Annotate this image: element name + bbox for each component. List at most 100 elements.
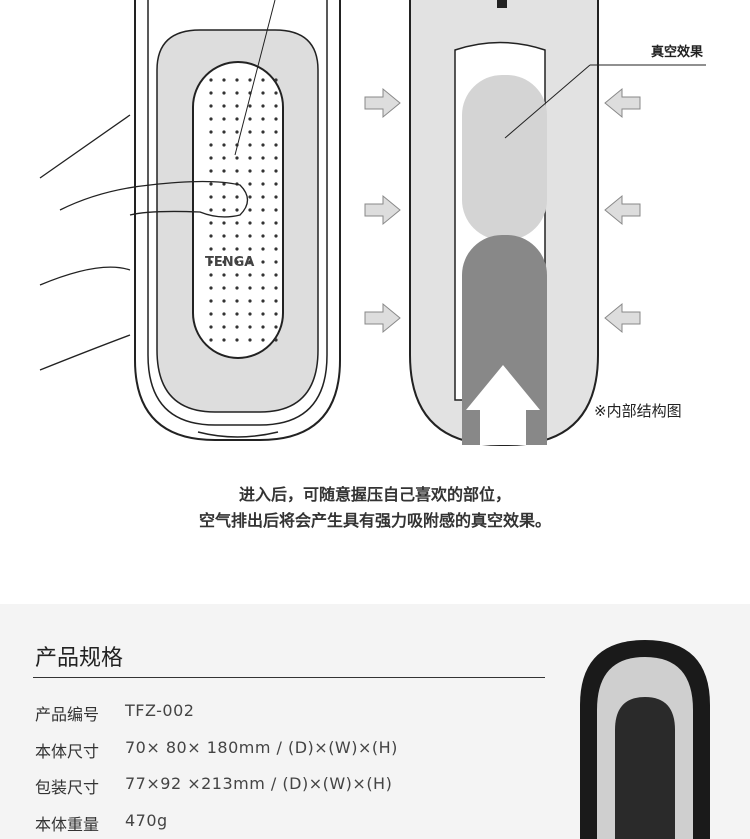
texture-dot	[274, 312, 278, 316]
texture-dot	[222, 117, 226, 121]
texture-dot	[261, 286, 265, 290]
texture-dot	[248, 273, 252, 277]
texture-dot	[248, 338, 252, 342]
spec-value: 470g	[125, 811, 168, 830]
description-caption: 进入后，可随意握压自己喜欢的部位， 空气排出后将会产生具有强力吸附感的真空效果。	[0, 482, 750, 534]
arrow-icon	[604, 302, 641, 334]
texture-dot	[209, 169, 213, 173]
texture-dot	[248, 104, 252, 108]
texture-dot	[209, 273, 213, 277]
texture-dot	[222, 325, 226, 329]
texture-dot	[209, 338, 213, 342]
spec-value: 77×92 ×213mm / (D)×(W)×(H)	[125, 774, 393, 793]
texture-dot	[222, 299, 226, 303]
texture-dot	[209, 117, 213, 121]
texture-dot	[222, 273, 226, 277]
texture-dot	[222, 130, 226, 134]
texture-dot	[248, 247, 252, 251]
tenga-logo: TENGA	[205, 255, 254, 270]
texture-dot	[222, 247, 226, 251]
spec-label: 本体重量	[35, 815, 100, 834]
spec-label: 产品编号	[35, 705, 100, 724]
texture-dot	[261, 338, 265, 342]
arrow-icon	[604, 194, 641, 226]
texture-dot	[248, 312, 252, 316]
texture-dot	[235, 247, 239, 251]
texture-dot	[261, 195, 265, 199]
texture-dot	[274, 221, 278, 225]
caption-line-2: 空气排出后将会产生具有强力吸附感的真空效果。	[198, 511, 551, 530]
device-exterior-drawing: TENGA	[39, 0, 341, 441]
texture-dot	[209, 130, 213, 134]
spec-value: 70× 80× 180mm / (D)×(W)×(H)	[125, 738, 398, 757]
texture-dot	[261, 312, 265, 316]
texture-dot	[235, 325, 239, 329]
texture-dot	[261, 78, 265, 82]
texture-dot	[222, 338, 226, 342]
texture-dot	[248, 299, 252, 303]
texture-dot	[261, 130, 265, 134]
texture-dot	[209, 143, 213, 147]
texture-dot	[209, 260, 213, 264]
texture-dot	[274, 143, 278, 147]
texture-dot	[248, 117, 252, 121]
texture-dot	[235, 260, 239, 264]
texture-dot	[222, 208, 226, 212]
texture-dot	[274, 104, 278, 108]
texture-dot	[274, 91, 278, 95]
texture-dot	[235, 156, 239, 160]
texture-dot	[248, 143, 252, 147]
texture-dot	[209, 208, 213, 212]
texture-dot	[274, 208, 278, 212]
texture-dot	[274, 130, 278, 134]
texture-dot	[248, 234, 252, 238]
texture-dot	[235, 78, 239, 82]
texture-dot	[209, 325, 213, 329]
texture-dot	[261, 325, 265, 329]
texture-dot	[222, 104, 226, 108]
texture-dot	[209, 156, 213, 160]
texture-dot	[248, 208, 252, 212]
texture-dot	[235, 312, 239, 316]
texture-dot	[261, 91, 265, 95]
texture-dot	[274, 234, 278, 238]
texture-dot	[261, 156, 265, 160]
texture-dot	[235, 104, 239, 108]
product-illustration: TENGA	[39, 0, 706, 446]
texture-dot	[209, 221, 213, 225]
texture-dot	[248, 78, 252, 82]
texture-dot	[274, 286, 278, 290]
texture-dot	[248, 221, 252, 225]
texture-dot	[209, 182, 213, 186]
texture-dot	[261, 208, 265, 212]
texture-dot	[274, 299, 278, 303]
texture-dot	[209, 234, 213, 238]
texture-dot	[248, 182, 252, 186]
texture-dot	[222, 260, 226, 264]
texture-dot	[274, 260, 278, 264]
spec-row: 本体重量 470g	[35, 811, 168, 835]
texture-dot	[235, 221, 239, 225]
arrow-icon	[364, 87, 401, 119]
texture-dot	[235, 299, 239, 303]
texture-dot	[235, 273, 239, 277]
texture-dot	[209, 104, 213, 108]
texture-dot	[235, 91, 239, 95]
texture-dot	[274, 169, 278, 173]
texture-dot	[261, 234, 265, 238]
texture-dot	[261, 117, 265, 121]
spec-label: 本体尺寸	[35, 742, 100, 761]
texture-dot	[235, 130, 239, 134]
spec-label: 包装尺寸	[35, 778, 100, 797]
texture-dot	[235, 195, 239, 199]
texture-dot	[248, 195, 252, 199]
texture-dot	[235, 234, 239, 238]
product-photo	[580, 640, 710, 839]
spec-row: 本体尺寸 70× 80× 180mm / (D)×(W)×(H)	[35, 738, 398, 762]
texture-dot	[209, 312, 213, 316]
spec-divider	[33, 677, 545, 678]
texture-dot	[235, 169, 239, 173]
texture-dot	[261, 247, 265, 251]
texture-dot	[261, 104, 265, 108]
texture-dot	[222, 182, 226, 186]
